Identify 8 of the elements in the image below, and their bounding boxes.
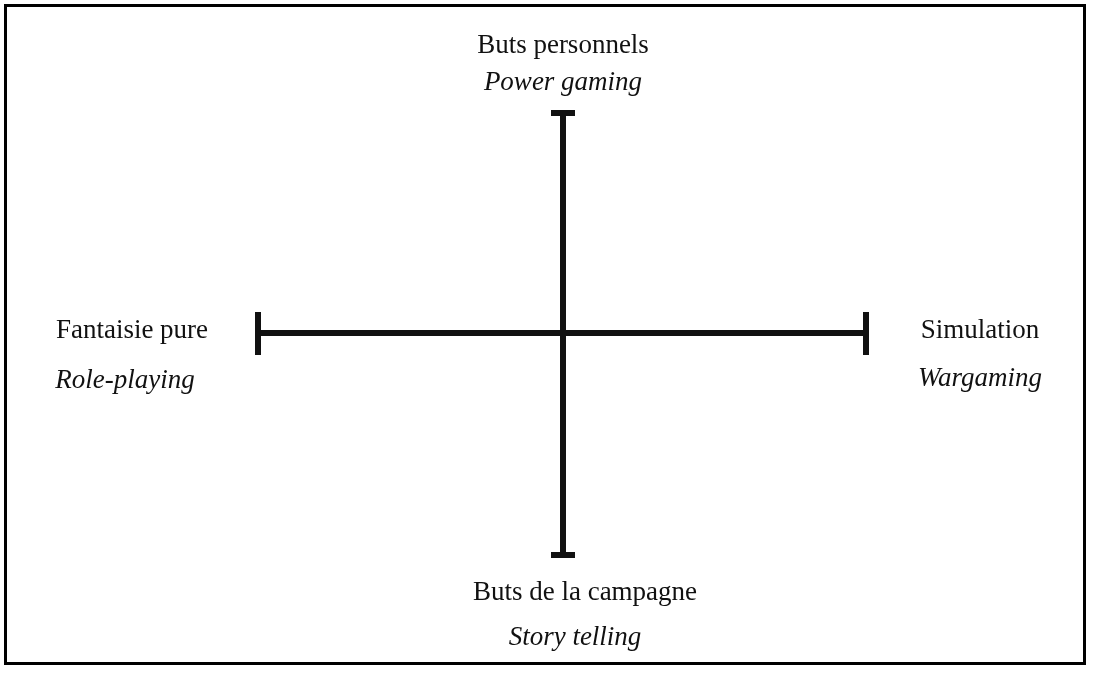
axis-label: Simulation	[920, 315, 1040, 345]
axis-label: Buts personnels	[477, 30, 649, 60]
axis-label: Fantaisie pure	[55, 315, 209, 345]
axis-sublabel: Story telling	[508, 622, 642, 652]
axis-sublabel: Role-playing	[55, 365, 195, 395]
axis-label: Buts de la campagne	[472, 577, 698, 607]
axis-sublabel: Power gaming	[483, 67, 643, 97]
axis-sublabel: Wargaming	[918, 363, 1042, 393]
